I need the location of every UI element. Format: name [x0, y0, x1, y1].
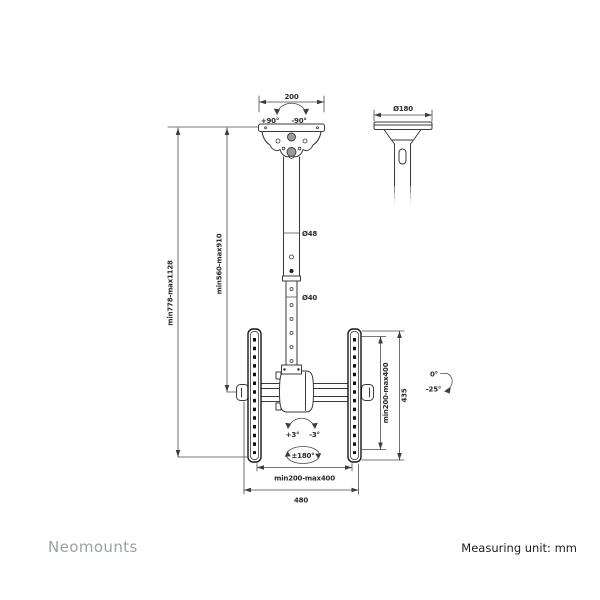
- pole-side: [392, 143, 413, 206]
- lower-pole: Ø40: [285, 280, 318, 371]
- dim-side-plate-diameter: Ø180: [373, 105, 433, 122]
- dim-label-plate-width: 200: [284, 93, 298, 101]
- vesa-width-label: min200-max400: [274, 475, 335, 483]
- measuring-unit-label: Measuring unit: mm: [461, 541, 577, 555]
- overall-height-label: min778-max1128: [167, 260, 175, 326]
- level-adjust-indicator: +3° -3°: [285, 417, 320, 439]
- side-plate-diameter-label: Ø180: [393, 105, 413, 113]
- ceiling-plate-side: [373, 121, 433, 145]
- rotation-indicator: ±180°: [284, 446, 322, 464]
- ceiling-plate-front: [258, 123, 325, 159]
- level-left-label: +3°: [286, 431, 300, 439]
- tilt-up-label: 0°: [430, 371, 438, 379]
- level-right-label: -3°: [309, 431, 320, 439]
- upper-pole-diameter-label: Ø48: [302, 230, 317, 238]
- lower-pole-diameter-label: Ø40: [302, 294, 317, 302]
- bracket-height-label: 435: [401, 388, 409, 402]
- rotation-label: ±180°: [292, 452, 315, 460]
- right-knob: [361, 384, 374, 401]
- center-bracket: [275, 364, 314, 413]
- plate-cone: [383, 129, 422, 141]
- dim-vesa-width: min200-max400: [256, 463, 353, 483]
- dim-ceiling-plate-width: 200: [258, 93, 325, 113]
- pole-collar: [282, 275, 301, 282]
- dim-pole-height: min560-max910: [216, 127, 237, 393]
- dim-vesa-height: min200-max400: [378, 336, 390, 450]
- swivel-right-label: -90°: [291, 117, 306, 125]
- right-vesa-rail: [347, 328, 362, 463]
- plate-bar: [258, 123, 325, 132]
- dim-bracket-width: 480: [243, 401, 359, 505]
- pole-joint-hub: [286, 147, 297, 157]
- upper-pole: Ø48: [282, 147, 318, 282]
- tilt-down-label: -25°: [426, 386, 441, 394]
- left-knob: [236, 384, 249, 401]
- swivel-range-indicator: +90° -90°: [261, 102, 310, 125]
- left-vesa-rail: [247, 328, 262, 463]
- pole-height-label: min560-max910: [216, 233, 224, 294]
- pole-slot: [398, 148, 407, 165]
- side-view: Ø180: [373, 105, 433, 206]
- left-dimensions: min778-max1128 min560-max910: [167, 127, 248, 458]
- plate-skirt: [261, 131, 322, 159]
- swivel-left-label: +90°: [261, 117, 279, 125]
- vesa-height-label: min200-max400: [382, 362, 390, 423]
- tilt-indicator: 0° -25°: [426, 371, 453, 394]
- brand-logo-text: Neomounts: [48, 538, 138, 556]
- pole-clamp: [281, 364, 302, 375]
- dim-bracket-height: 435: [397, 330, 409, 461]
- dim-overall-height: min778-max1128: [167, 127, 248, 458]
- front-view: 200 +90° -90°: [167, 93, 374, 464]
- bottom-dimensions: min200-max400 480: [243, 401, 359, 505]
- plate-center-hole: [287, 132, 296, 142]
- bracket-width-label: 480: [294, 497, 308, 505]
- right-dimensions: min200-max400 435 0° -25°: [361, 330, 453, 461]
